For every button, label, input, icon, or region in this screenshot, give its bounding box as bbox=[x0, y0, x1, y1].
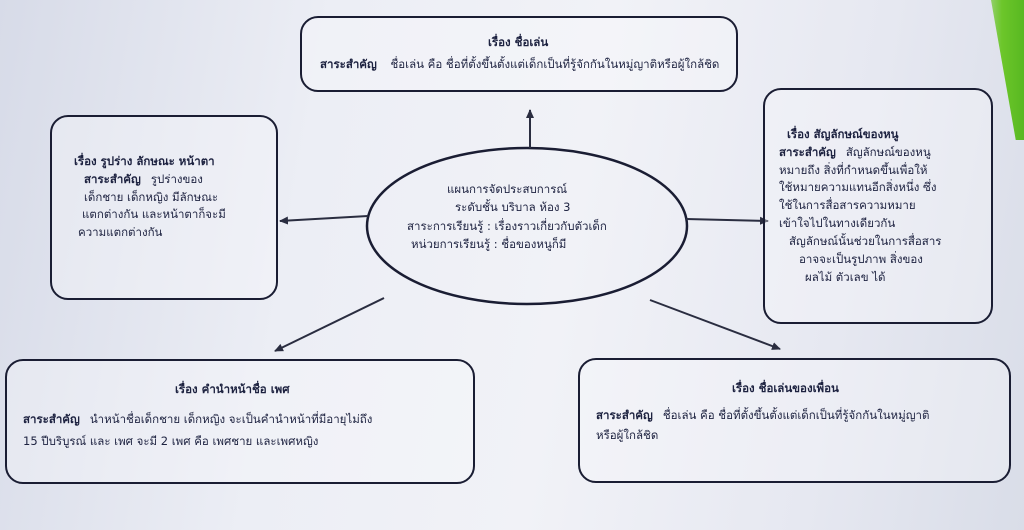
box-left-line-3: แตกต่างกัน และหน้าตาก็จะมี bbox=[82, 207, 226, 222]
box-top-body: สาระสำคัญ ชื่อเล่น คือ ชื่อที่ตั้งขึ้นตั… bbox=[320, 56, 719, 74]
box-bottom-right-line-1: ชื่อเล่น คือ ชื่อที่ตั้งขึ้นตั้งแต่เด็กเ… bbox=[662, 408, 930, 422]
box-bottom-left-title: เรื่อง คำนำหน้าชื่อ เพศ bbox=[175, 382, 290, 396]
box-bottom-right-title: เรื่อง ชื่อเล่นของเพื่อน bbox=[732, 381, 839, 395]
box-right-line-1: สัญลักษณ์ของหนู bbox=[845, 144, 931, 159]
box-left-label: สาระสำคัญ bbox=[84, 171, 141, 186]
box-bottom-right-body: สาระสำคัญ ชื่อเล่น คือ ชื่อที่ตั้งขึ้นตั้… bbox=[596, 406, 929, 445]
box-top-text: ชื่อเล่น คือ ชื่อที่ตั้งขึ้นตั้งแต่เด็กเ… bbox=[390, 57, 720, 71]
box-left-line-2: เด็กชาย เด็กหญิง มีลักษณะ bbox=[84, 189, 219, 204]
box-bottom-right: เรื่อง ชื่อเล่นของเพื่อน สาระสำคัญ ชื่อเล… bbox=[578, 358, 1011, 483]
center-line-3: สาระการเรียนรู้ : เรื่องราวเกี่ยวกับตัวเ… bbox=[407, 218, 607, 233]
center-line-2: ระดับชั้น บริบาล ห้อง 3 bbox=[455, 200, 571, 215]
box-right-line-4: ใช้ในการสื่อสารความหมาย bbox=[779, 198, 916, 213]
box-right-line-8: ผลไม้ ตัวเลข ได้ bbox=[805, 269, 886, 284]
box-bottom-left-line-1: นำหน้าชื่อเด็กชาย เด็กหญิง จะเป็นคำนำหน้… bbox=[89, 412, 373, 426]
box-right: เรื่อง สัญลักษณ์ของหนู สาระสำคัญสัญลักษณ… bbox=[763, 88, 993, 324]
arrow-to-left bbox=[279, 215, 369, 225]
box-right-line-2: หมายถึง สิ่งที่กำหนดขึ้นเพื่อให้ bbox=[779, 162, 928, 177]
box-bottom-left-line-2: 15 ปีบริบูรณ์ และ เพศ จะมี 2 เพศ คือ เพศ… bbox=[23, 433, 319, 448]
box-right-line-5: เข้าใจไปในทางเดียวกัน bbox=[779, 216, 896, 231]
center-text: แผนการจัดประสบการณ์ ระดับชั้น บริบาล ห้อ… bbox=[395, 180, 655, 254]
box-right-line-3: ใช้หมายความแทนอีกสิ่งหนึ่ง ซึ่ง bbox=[779, 180, 937, 195]
box-right-title: เรื่อง สัญลักษณ์ของหนู bbox=[787, 127, 899, 141]
box-left: เรื่อง รูปร่าง ลักษณะ หน้าตา สาระสำคัญ รู… bbox=[50, 115, 278, 300]
box-left-line-4: ความแตกต่างกัน bbox=[78, 225, 163, 240]
box-top-title: เรื่อง ชื่อเล่น bbox=[488, 35, 549, 49]
center-ellipse bbox=[365, 146, 689, 306]
box-bottom-left-body: สาระสำคัญ นำหน้าชื่อเด็กชาย เด็กหญิง จะเป… bbox=[23, 409, 372, 453]
arrow-to-right bbox=[685, 216, 769, 225]
box-right-line-6: สัญลักษณ์นั้นช่วยในการสื่อสาร bbox=[789, 233, 942, 248]
box-left-line-1: รูปร่างของ bbox=[150, 171, 203, 186]
box-left-title: เรื่อง รูปร่าง ลักษณะ หน้าตา bbox=[74, 154, 215, 168]
box-bottom-right-label: สาระสำคัญ bbox=[596, 408, 653, 422]
box-right-label: สาระสำคัญ bbox=[779, 144, 836, 159]
box-bottom-left: เรื่อง คำนำหน้าชื่อ เพศ สาระสำคัญ นำหน้าช… bbox=[5, 359, 475, 484]
box-left-body: เรื่อง รูปร่าง ลักษณะ หน้าตา สาระสำคัญ รู… bbox=[74, 153, 226, 242]
arrow-to-bottom-right bbox=[649, 299, 781, 350]
center-line-1: แผนการจัดประสบการณ์ bbox=[447, 182, 568, 196]
center-line-4: หน่วยการเรียนรู้ : ชื่อของหนูก็มี bbox=[411, 237, 567, 252]
box-right-body: เรื่อง สัญลักษณ์ของหนู สาระสำคัญสัญลักษณ… bbox=[779, 126, 941, 286]
box-bottom-right-line-2: หรือผู้ใกล้ชิด bbox=[596, 427, 659, 442]
box-top-label: สาระสำคัญ bbox=[320, 57, 377, 71]
box-right-line-7: อาจจะเป็นรูปภาพ สิ่งของ bbox=[799, 251, 923, 266]
box-bottom-left-label: สาระสำคัญ bbox=[23, 412, 80, 426]
box-top: เรื่อง ชื่อเล่น สาระสำคัญ ชื่อเล่น คือ ช… bbox=[300, 16, 738, 92]
arrow-to-bottom-left bbox=[274, 297, 385, 352]
